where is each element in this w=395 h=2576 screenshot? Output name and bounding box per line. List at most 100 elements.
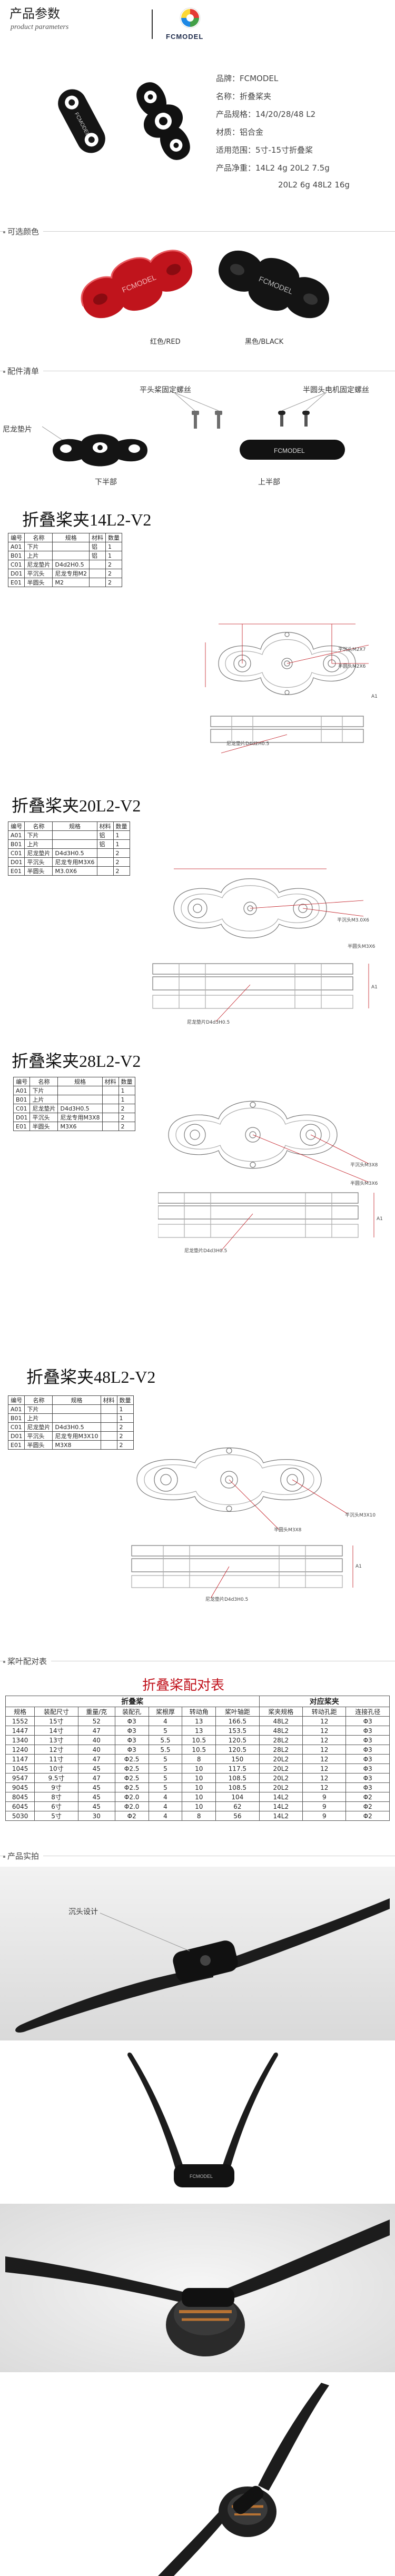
spec-weight-2: 20L2 6g 48L2 16g — [278, 180, 350, 190]
accessories-image: FCMODEL — [42, 392, 345, 467]
table-cell: Φ3 — [345, 1745, 390, 1755]
table-cell: 13 — [182, 1716, 216, 1726]
table-cell: 10 — [182, 1773, 216, 1783]
table-cell: 平沉头 — [24, 569, 53, 578]
table-cell: 平沉头 — [24, 1431, 53, 1441]
table-cell: Φ2.5 — [114, 1763, 149, 1774]
table-cell — [52, 542, 90, 551]
table-cell: 9547 — [5, 1773, 35, 1783]
table-cell: 尼龙专用M2 — [52, 569, 90, 578]
table-cell — [57, 1095, 103, 1104]
table-cell: 1 — [118, 1095, 135, 1104]
table-cell — [100, 1404, 117, 1414]
table-cell: 4 — [148, 1801, 183, 1811]
photo-folded-propeller — [0, 1867, 395, 2040]
table-cell: 8 — [182, 1754, 216, 1764]
section-accessories: 配件清单 — [0, 363, 395, 379]
photo-note-countersunk: 沉头设计 — [68, 1908, 98, 1916]
section-title-text: 产品实拍 — [7, 1851, 39, 1861]
label-spacer: 尼龙垫片 — [3, 425, 32, 434]
table-cell: Φ3 — [345, 1763, 390, 1774]
table-cell — [100, 1440, 117, 1450]
color-swatch-images: FCMODEL FCMODEL — [81, 250, 329, 319]
table-cell: 14L2 — [259, 1792, 303, 1802]
table-cell: Φ2.0 — [114, 1792, 149, 1802]
table-cell: 5 — [148, 1782, 183, 1792]
table-cell: 4 — [148, 1792, 183, 1802]
table-header: 数量 — [105, 533, 122, 542]
table-cell: 1 — [118, 1086, 135, 1095]
table-header: 装配孔 — [114, 1707, 149, 1717]
color-label-black: 黑色/BLACK — [245, 338, 284, 346]
table-cell: 下片 — [24, 830, 53, 840]
table-cell — [52, 830, 97, 840]
table-header: 规格 — [5, 1707, 35, 1717]
table-header: 数量 — [113, 821, 130, 831]
label-flat-screw: 平头桨固定螺丝 — [140, 386, 191, 394]
table-cell: A01 — [7, 542, 25, 551]
table-cell: B01 — [7, 1413, 25, 1423]
table-cell: 铝 — [88, 551, 106, 560]
table-header: 规格 — [52, 1395, 101, 1405]
table-cell: Φ3 — [114, 1745, 149, 1755]
table-cell: 平沉头 — [24, 857, 53, 867]
table-cell: 半圆头 — [24, 1440, 53, 1450]
table-cell: 尼龙专用M3X6 — [52, 857, 97, 867]
table-cell: 12 — [302, 1726, 347, 1736]
table-cell: D4d2H0.5 — [52, 560, 90, 569]
table-header-row: 编号 名称 规格 材料 数量 — [7, 821, 130, 831]
table-cell: 20L2 — [259, 1782, 303, 1792]
table-cell: M3.0X6 — [52, 866, 97, 876]
section-colors: 可选颜色 — [0, 224, 395, 240]
table-cell: 10 — [182, 1763, 216, 1774]
note-a1-14l2: A1 — [371, 694, 378, 699]
table-group-header: 折叠桨 — [5, 1696, 260, 1707]
table-cell: 166.5 — [215, 1716, 260, 1726]
table-header: 桨根厚 — [148, 1707, 183, 1717]
table-cell: 14L2 — [259, 1801, 303, 1811]
drawing-28l2 — [158, 1101, 374, 1251]
table-header: 名称 — [24, 533, 53, 542]
table-header: 材料 — [96, 821, 114, 831]
table-cell: 尼龙专用M3X8 — [57, 1113, 103, 1122]
table-cell — [102, 1122, 119, 1131]
table-cell: M3X8 — [52, 1440, 101, 1450]
table-cell: 1 — [105, 551, 122, 560]
table-cell — [88, 560, 106, 569]
table-cell: A01 — [7, 830, 25, 840]
table-cell: 52 — [77, 1716, 115, 1726]
note-a1-20l2: A1 — [371, 985, 378, 990]
table-cell: 45 — [77, 1763, 115, 1774]
table-cell: 尼龙专用M3X10 — [52, 1431, 101, 1441]
table-cell: 5.5 — [148, 1735, 183, 1745]
table-cell: D01 — [13, 1113, 31, 1122]
table-header-row: 编号 名称 规格 材料 数量 — [13, 1077, 135, 1086]
table-cell: Φ3 — [114, 1735, 149, 1745]
table-cell: 下片 — [24, 542, 53, 551]
table-cell: 12 — [302, 1773, 347, 1783]
table-header: 名称 — [24, 821, 53, 831]
note-spacer-28l2: 尼龙垫片D4d3H0.5 — [184, 1249, 228, 1254]
table-cell: 47 — [77, 1754, 115, 1764]
table-cell: E01 — [7, 1440, 25, 1450]
spec-range: 适用范围：5寸-15寸折叠桨 — [216, 145, 313, 155]
note-round-screw-48l2: 半圆头M3X8 — [274, 1528, 302, 1533]
table-cell: 13 — [182, 1726, 216, 1736]
table-cell: 150 — [215, 1754, 260, 1764]
table-cell: 尼龙垫片 — [24, 848, 53, 858]
table-cell: 1 — [116, 1413, 134, 1423]
table-cell: D4d3H0.5 — [57, 1104, 103, 1113]
table-cell: Φ2 — [345, 1811, 390, 1821]
table-header: 材料 — [102, 1077, 119, 1086]
table-cell: 45 — [77, 1792, 115, 1802]
table-header-row: 编号 名称 规格 材料 数量 — [7, 533, 122, 542]
